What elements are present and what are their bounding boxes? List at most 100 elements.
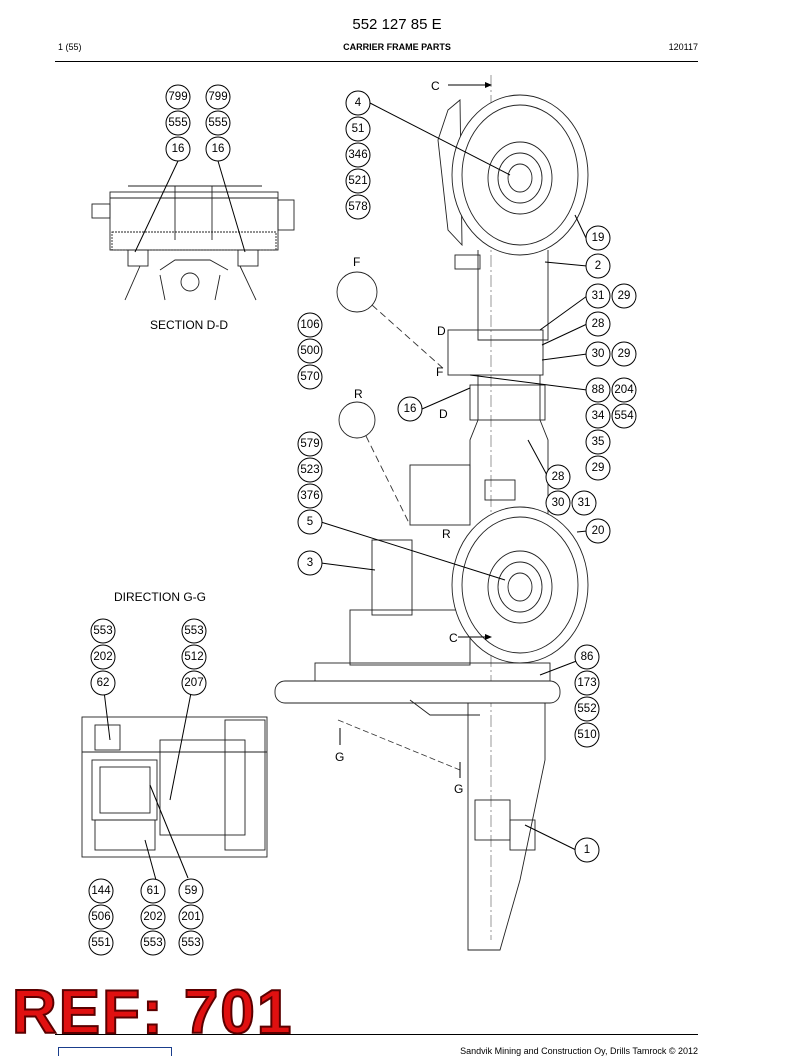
- part-balloon: 523: [297, 457, 323, 483]
- part-balloon: 552: [574, 696, 600, 722]
- part-balloon: 30: [585, 341, 611, 367]
- part-balloon: 34: [585, 403, 611, 429]
- part-number-balloons: 799 555 16 799 555 16 4 51 346 521 578 1…: [88, 84, 637, 956]
- part-balloon: 202: [90, 644, 116, 670]
- svg-text:207: 207: [184, 677, 203, 689]
- part-balloon: 59: [178, 878, 204, 904]
- svg-text:31: 31: [578, 497, 591, 509]
- svg-text:34: 34: [592, 410, 605, 422]
- svg-text:553: 553: [184, 625, 203, 637]
- svg-text:106: 106: [300, 319, 319, 331]
- svg-text:29: 29: [618, 348, 631, 360]
- footer-divider: [55, 1034, 698, 1035]
- svg-text:523: 523: [300, 464, 319, 476]
- svg-text:570: 570: [300, 371, 319, 383]
- svg-text:202: 202: [93, 651, 112, 663]
- svg-text:553: 553: [181, 937, 200, 949]
- svg-text:579: 579: [300, 438, 319, 450]
- part-balloon: 521: [345, 168, 371, 194]
- svg-text:16: 16: [404, 403, 417, 415]
- view-c-marker: C: [431, 79, 440, 93]
- svg-text:204: 204: [614, 384, 634, 396]
- page-indicator: 1 (55): [58, 42, 82, 52]
- part-balloon: 144: [88, 878, 114, 904]
- svg-text:512: 512: [184, 651, 203, 663]
- part-balloon: 88: [585, 377, 611, 403]
- part-balloon: 555: [205, 110, 231, 136]
- svg-text:3: 3: [307, 557, 313, 569]
- part-balloon: 578: [345, 194, 371, 220]
- svg-text:86: 86: [581, 651, 594, 663]
- part-balloon: 204: [611, 377, 637, 403]
- view-r-marker: R: [354, 387, 363, 401]
- svg-text:28: 28: [552, 471, 565, 483]
- part-balloon: 61: [140, 878, 166, 904]
- part-balloon: 799: [205, 84, 231, 110]
- part-balloon: 62: [90, 670, 116, 696]
- view-f-marker: F: [353, 255, 361, 269]
- svg-text:376: 376: [300, 490, 319, 502]
- view-f-marker: F: [436, 365, 444, 379]
- svg-text:59: 59: [185, 885, 198, 897]
- svg-text:578: 578: [348, 201, 367, 213]
- part-balloon: 579: [297, 431, 323, 457]
- svg-text:500: 500: [300, 345, 319, 357]
- svg-text:799: 799: [168, 91, 187, 103]
- svg-text:553: 553: [143, 937, 162, 949]
- part-balloon: 29: [611, 283, 637, 309]
- part-balloon: 4: [345, 90, 371, 116]
- part-balloon: 555: [165, 110, 191, 136]
- section-dd-label: SECTION D-D: [150, 318, 228, 332]
- part-balloon: 35: [585, 429, 611, 455]
- view-g-marker: G: [335, 750, 345, 764]
- svg-text:88: 88: [592, 384, 605, 396]
- svg-text:554: 554: [614, 410, 634, 422]
- svg-text:19: 19: [592, 232, 605, 244]
- carrier-main-view: [274, 75, 589, 951]
- part-balloon: 3: [297, 550, 323, 576]
- part-balloon: 554: [611, 403, 637, 429]
- svg-text:552: 552: [577, 703, 596, 715]
- header-divider: [55, 61, 698, 62]
- part-balloon: 1: [574, 837, 600, 863]
- svg-text:28: 28: [592, 318, 605, 330]
- part-balloon: 29: [611, 341, 637, 367]
- svg-text:555: 555: [168, 117, 187, 129]
- part-balloon: 376: [297, 483, 323, 509]
- part-balloon: 16: [397, 396, 423, 422]
- part-balloon: 553: [181, 618, 207, 644]
- svg-text:29: 29: [618, 290, 631, 302]
- part-balloon: 512: [181, 644, 207, 670]
- part-balloon: 51: [345, 116, 371, 142]
- svg-text:4: 4: [355, 97, 362, 109]
- svg-text:202: 202: [143, 911, 162, 923]
- part-balloon: 173: [574, 670, 600, 696]
- part-balloon: 506: [88, 904, 114, 930]
- part-balloon: 31: [571, 490, 597, 516]
- svg-text:510: 510: [577, 729, 596, 741]
- part-balloon: 30: [545, 490, 571, 516]
- svg-text:201: 201: [181, 911, 200, 923]
- section-dd-view: [91, 185, 295, 301]
- svg-text:61: 61: [147, 885, 160, 897]
- svg-text:144: 144: [91, 885, 111, 897]
- part-balloon: 29: [585, 455, 611, 481]
- svg-text:555: 555: [208, 117, 227, 129]
- date-code: 120117: [668, 42, 698, 52]
- direction-gg-label: DIRECTION G-G: [114, 590, 206, 604]
- svg-text:506: 506: [91, 911, 110, 923]
- svg-text:31: 31: [592, 290, 605, 302]
- view-r-marker: R: [442, 527, 451, 541]
- svg-text:551: 551: [91, 937, 110, 949]
- svg-text:62: 62: [97, 677, 110, 689]
- part-balloon: 553: [140, 930, 166, 956]
- svg-text:346: 346: [348, 149, 367, 161]
- part-balloon: 553: [178, 930, 204, 956]
- part-balloon: 500: [297, 338, 323, 364]
- part-balloon: 202: [140, 904, 166, 930]
- view-g-marker: G: [454, 782, 464, 796]
- svg-text:173: 173: [577, 677, 596, 689]
- svg-text:20: 20: [592, 525, 605, 537]
- part-balloon: 510: [574, 722, 600, 748]
